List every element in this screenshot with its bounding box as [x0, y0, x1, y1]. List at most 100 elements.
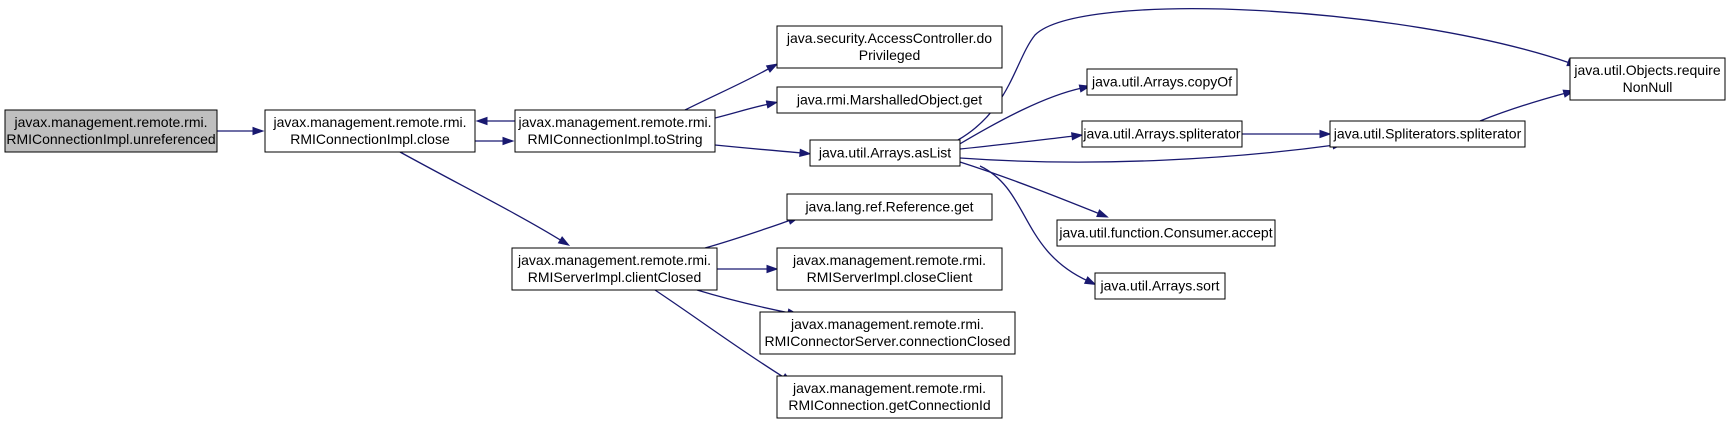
node-marshalledGet[interactable]: java.rmi.MarshalledObject.get [776, 86, 1003, 114]
edge-line [959, 161, 1101, 215]
edge-arrowhead [1319, 129, 1332, 139]
node-box [1329, 120, 1526, 148]
node-label: RMIConnectorServer.connectionClosed [765, 333, 1011, 349]
edge-asList-to-arraysSpliterator [959, 132, 1084, 150]
node-label: java.util.function.Consumer.accept [1058, 225, 1272, 241]
node-box [1056, 219, 1276, 247]
node-label: javax.management.remote.rmi. [517, 252, 711, 268]
edge-arrowhead [799, 148, 812, 157]
node-box [786, 193, 993, 221]
edge-arrowhead [1071, 132, 1084, 141]
edge-toString-to-marshalledGet [714, 100, 779, 119]
node-label: java.rmi.MarshalledObject.get [796, 92, 982, 108]
edge-line [714, 103, 770, 119]
node-label: NonNull [1623, 79, 1673, 95]
node-asList[interactable]: java.util.Arrays.asList [809, 139, 961, 167]
node-label: java.lang.ref.Reference.get [804, 199, 973, 215]
call-edges [217, 8, 1580, 384]
edge-close-to-toString [475, 136, 515, 146]
edge-arrowhead [1096, 209, 1109, 218]
node-box [1094, 272, 1226, 300]
node-label: java.util.Objects.require [1573, 62, 1721, 78]
node-box [776, 375, 1003, 419]
edge-line [714, 144, 803, 154]
node-label: java.util.Arrays.sort [1099, 278, 1219, 294]
node-box [776, 247, 1003, 291]
node-label: javax.management.remote.rmi. [518, 114, 712, 130]
node-box [4, 109, 218, 153]
edge-arrowhead [475, 116, 488, 126]
node-box [776, 86, 1003, 114]
edge-asList-to-consumerAccept [959, 161, 1109, 218]
node-label: RMIConnectionImpl.close [290, 131, 450, 147]
edge-arrowhead [1083, 276, 1097, 286]
edge-arrowhead [766, 264, 779, 274]
node-label: java.security.AccessController.do [786, 30, 992, 46]
edge-toString-to-asList [714, 144, 812, 157]
edge-arrowhead [252, 126, 265, 136]
node-clientClosed[interactable]: javax.management.remote.rmi.RMIServerImp… [511, 247, 718, 291]
edge-arraysSpliterator-to-spliteratorsSpliterator [1242, 129, 1332, 139]
node-box [264, 109, 476, 153]
edge-line [696, 289, 791, 314]
node-copyOf[interactable]: java.util.Arrays.copyOf [1086, 68, 1238, 96]
edge-arrowhead [502, 136, 515, 146]
edge-line [957, 8, 1571, 141]
node-consumerAccept[interactable]: java.util.function.Consumer.accept [1056, 219, 1276, 247]
node-label: java.util.Arrays.asList [818, 145, 951, 161]
node-box [511, 247, 718, 291]
node-label: Privileged [859, 47, 920, 63]
node-box [759, 311, 1016, 355]
node-label: javax.management.remote.rmi. [790, 316, 984, 332]
edge-clientClosed-to-refGet [704, 216, 800, 249]
edge-arrowhead [557, 236, 571, 246]
edge-toString-to-close [475, 116, 515, 126]
node-box [514, 109, 716, 153]
node-connectionClosed[interactable]: javax.management.remote.rmi.RMIConnector… [759, 311, 1016, 355]
node-getConnectionId[interactable]: javax.management.remote.rmi.RMIConnectio… [776, 375, 1003, 419]
edge-spliteratorsSpliterator-to-requireNonNull [1479, 89, 1576, 122]
edge-line [959, 135, 1075, 150]
edge-close-to-clientClosed [399, 151, 571, 246]
edge-line [399, 151, 563, 242]
node-label: javax.management.remote.rmi. [14, 114, 208, 130]
call-nodes: javax.management.remote.rmi.RMIConnectio… [4, 25, 1726, 419]
node-label: javax.management.remote.rmi. [273, 114, 467, 130]
node-unreferenced[interactable]: javax.management.remote.rmi.RMIConnectio… [4, 109, 218, 153]
edge-unreferenced-to-close [217, 126, 265, 136]
node-label: javax.management.remote.rmi. [792, 380, 986, 396]
edge-arrowhead [765, 63, 779, 73]
edge-arrowhead [765, 100, 779, 109]
node-box [1569, 57, 1726, 101]
node-toString[interactable]: javax.management.remote.rmi.RMIConnectio… [514, 109, 716, 153]
node-box [1081, 120, 1243, 148]
node-doPrivileged[interactable]: java.security.AccessController.doPrivile… [776, 25, 1003, 69]
node-arraysSort[interactable]: java.util.Arrays.sort [1094, 272, 1226, 300]
edge-line [979, 165, 1089, 282]
edge-line [1479, 92, 1567, 122]
node-arraysSpliterator[interactable]: java.util.Arrays.spliterator [1081, 120, 1243, 148]
node-refGet[interactable]: java.lang.ref.Reference.get [786, 193, 993, 221]
edge-line [957, 87, 1083, 146]
node-spliteratorsSpliterator[interactable]: java.util.Spliterators.spliterator [1329, 120, 1526, 148]
node-closeClient[interactable]: javax.management.remote.rmi.RMIServerImp… [776, 247, 1003, 291]
edge-line [704, 219, 792, 249]
node-box [776, 25, 1003, 69]
edge-line [684, 67, 771, 111]
node-label: java.util.Arrays.spliterator [1082, 126, 1241, 142]
node-close[interactable]: javax.management.remote.rmi.RMIConnectio… [264, 109, 476, 153]
edge-asList-to-requireNonNull [957, 8, 1580, 141]
node-box [1086, 68, 1238, 96]
node-label: java.util.Spliterators.spliterator [1333, 126, 1522, 142]
node-label: RMIConnection.getConnectionId [788, 397, 990, 413]
edge-line [654, 289, 786, 379]
node-label: java.util.Arrays.copyOf [1091, 74, 1232, 90]
node-label: RMIServerImpl.closeClient [807, 269, 973, 285]
node-label: RMIConnectionImpl.unreferenced [6, 131, 215, 147]
edge-toString-to-doPrivileged [684, 63, 779, 111]
node-label: RMIServerImpl.clientClosed [528, 269, 702, 285]
node-label: RMIConnectionImpl.toString [527, 131, 702, 147]
edge-clientClosed-to-closeClient [717, 264, 779, 274]
